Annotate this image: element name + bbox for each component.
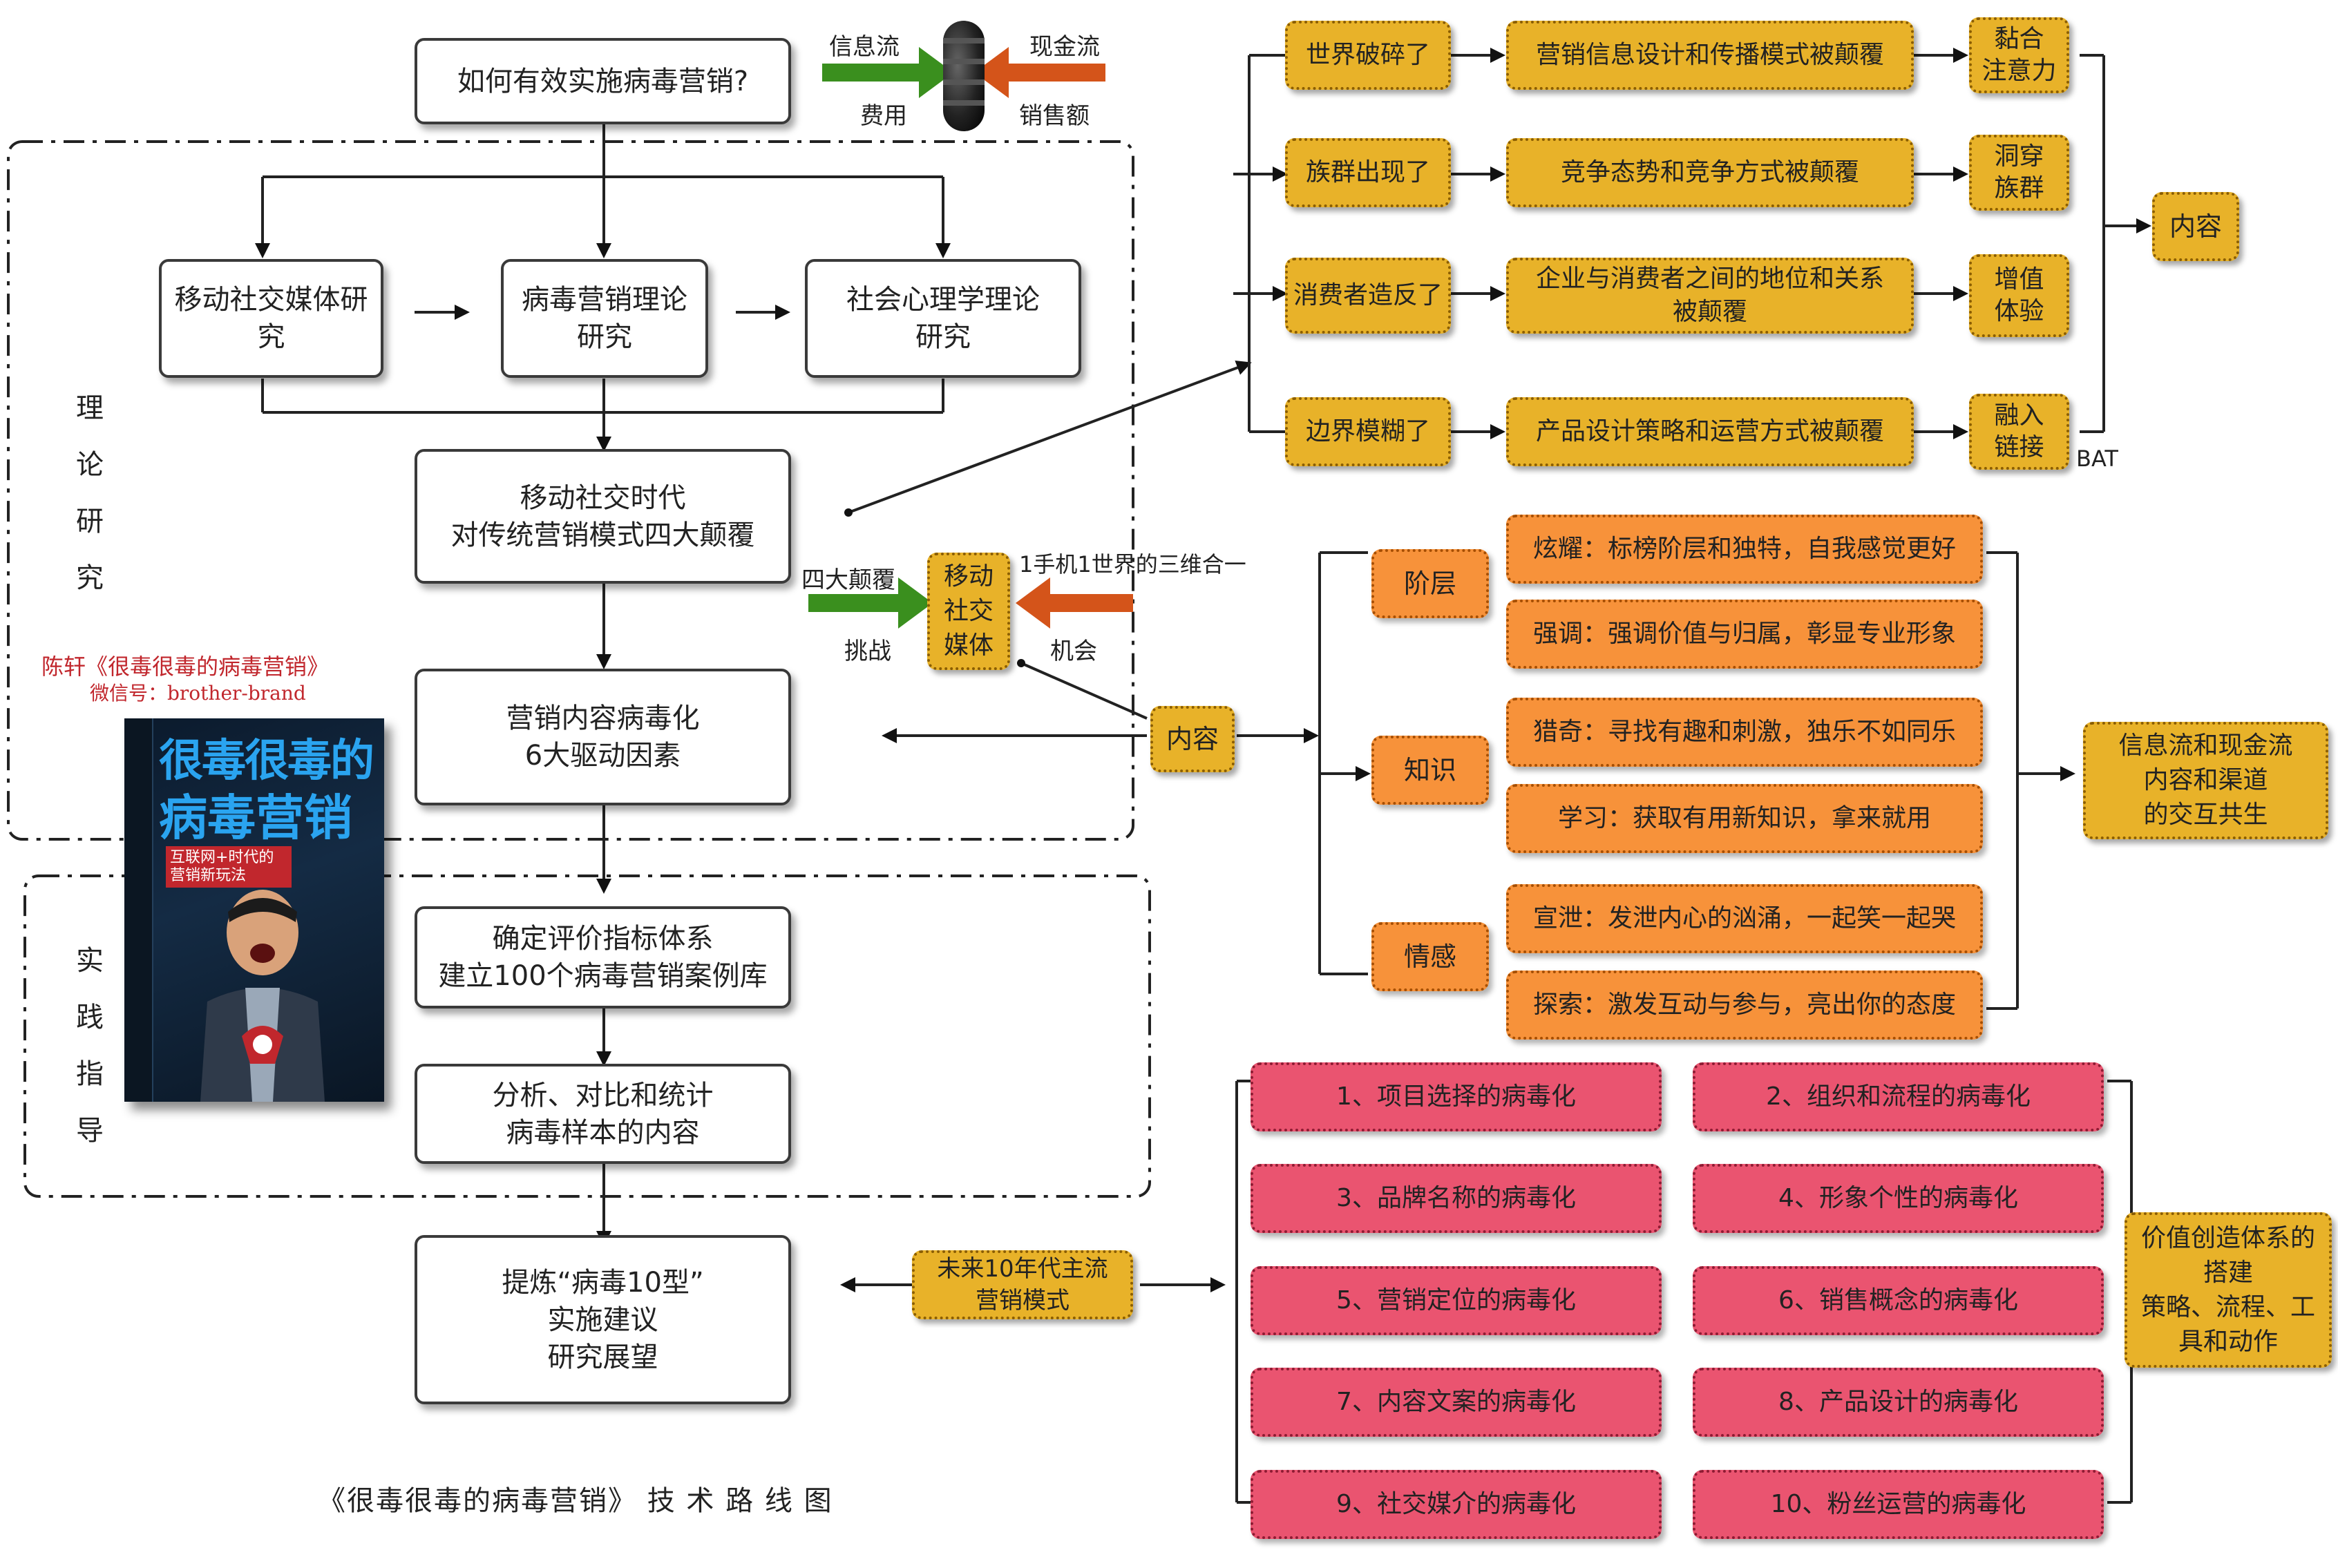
label-challenge: 挑战: [844, 638, 891, 665]
subversion-cause-3: 消费者造反了: [1285, 258, 1451, 334]
theory-label: 理 论 研 究: [76, 392, 104, 594]
book-figure-illustration: [200, 890, 325, 1102]
flow-label-cost: 费用: [860, 102, 907, 130]
book-subtitle: 互联网+时代的 营销新玩法: [166, 846, 292, 888]
subversion-result-2: 洞穿 族群: [1969, 135, 2069, 211]
viral-item-9: 9、社交媒介的病毒化: [1251, 1470, 1662, 1539]
orange-arrow-mid: [1016, 577, 1133, 629]
driver-item-2-1: 猎奇：寻找有趣和刺激，独乐不如同乐: [1506, 698, 1983, 767]
viral-item-10: 10、粉丝运营的病毒化: [1693, 1470, 2104, 1539]
subversion-cause-4: 边界模糊了: [1285, 397, 1451, 466]
subversion-effect-4: 产品设计策略和运营方式被颠覆: [1506, 397, 1914, 466]
subversion-cause-1: 世界破碎了: [1285, 21, 1451, 90]
drivers-summary-box: 信息流和现金流 内容和渠道 的交互共生: [2083, 722, 2328, 839]
driver-item-2-2: 学习：获取有用新知识，拿来就用: [1506, 784, 1983, 853]
viral-item-7: 7、内容文案的病毒化: [1251, 1368, 1662, 1437]
six-drivers-box: 营销内容病毒化 6大驱动因素: [415, 669, 791, 805]
viral-item-4: 4、形象个性的病毒化: [1693, 1164, 2104, 1233]
label-four-subversions: 四大颠覆: [801, 566, 895, 594]
book-cover-image: 很毒很毒的 病毒营销 互联网+时代的 营销新玩法: [124, 718, 384, 1102]
driver-item-3-2: 探索：激发互动与参与，亮出你的态度: [1506, 971, 1983, 1040]
driver-group-1: 阶层: [1371, 549, 1489, 618]
orange-arrow-top: [974, 47, 1105, 98]
diagram-title: 《很毒很毒的病毒营销》 技 术 路 线 图: [318, 1485, 833, 1517]
author-line-1: 陈轩《很毒很毒的病毒营销》: [41, 653, 330, 680]
future-mode-box: 未来10年代主流 营销模式: [912, 1250, 1133, 1319]
practice-label: 实 践 指 导: [76, 945, 104, 1147]
book-title-2: 病毒营销: [159, 789, 352, 846]
green-arrow-mid: [808, 577, 933, 629]
social-psych-box: 社会心理学理论 研究: [805, 259, 1081, 378]
book-title-1: 很毒很毒的: [159, 735, 374, 787]
subversion-effect-3: 企业与消费者之间的地位和关系 被颠覆: [1506, 258, 1914, 334]
bat-label: BAT: [2076, 446, 2118, 472]
driver-item-1-2: 强调：强调价值与归属，彰显专业形象: [1506, 600, 1983, 669]
analysis-box: 分析、对比和统计 病毒样本的内容: [415, 1064, 791, 1164]
content-box-middle: 内容: [1150, 706, 1235, 772]
four-subversions-box: 移动社交时代 对传统营销模式四大颠覆: [415, 449, 791, 584]
mobile-social-research-box: 移动社交媒体研 究: [159, 259, 383, 378]
author-line-2: 微信号：brother-brand: [90, 682, 306, 705]
driver-group-2: 知识: [1371, 736, 1489, 805]
driver-group-3: 情感: [1371, 922, 1489, 991]
question-box: 如何有效实施病毒营销?: [415, 38, 791, 124]
subversion-summary-box: 内容: [2152, 192, 2239, 261]
subversion-cause-2: 族群出现了: [1285, 138, 1451, 207]
viral10-summary-box: 价值创造体系的 搭建 策略、流程、工 具和动作: [2125, 1212, 2332, 1368]
green-arrow-top: [822, 47, 953, 98]
practice-frame: [23, 874, 1151, 1198]
subversion-effect-1: 营销信息设计和传播模式被颠覆: [1506, 21, 1914, 90]
flow-label-info: 信息流: [829, 33, 900, 61]
viral-theory-box: 病毒营销理论 研究: [501, 259, 708, 378]
viral-item-1: 1、项目选择的病毒化: [1251, 1062, 1662, 1131]
driver-item-1-1: 炫耀：标榜阶层和独特，自我感觉更好: [1506, 515, 1983, 584]
viral-item-6: 6、销售概念的病毒化: [1693, 1266, 2104, 1335]
label-three-in-one: 1手机1世界的三维合一: [1019, 551, 1246, 577]
evaluation-index-box: 确定评价指标体系 建立100个病毒营销案例库: [415, 906, 791, 1008]
viral-item-3: 3、品牌名称的病毒化: [1251, 1164, 1662, 1233]
flow-label-cash: 现金流: [1029, 33, 1100, 61]
wheel-icon: [943, 21, 985, 131]
viral-item-8: 8、产品设计的病毒化: [1693, 1368, 2104, 1437]
subversion-effect-2: 竞争态势和竞争方式被颠覆: [1506, 138, 1914, 207]
label-opportunity: 机会: [1050, 638, 1097, 665]
mobile-social-media-box: 移动 社交 媒体: [927, 553, 1010, 670]
subversion-result-1: 黏合 注意力: [1969, 17, 2069, 93]
viral-item-5: 5、营销定位的病毒化: [1251, 1266, 1662, 1335]
flow-label-sales: 销售额: [1019, 102, 1090, 130]
subversion-result-4: 融入 链接: [1969, 394, 2069, 470]
driver-item-3-1: 宣泄：发泄内心的汹涌，一起笑一起哭: [1506, 884, 1983, 953]
viral-item-2: 2、组织和流程的病毒化: [1693, 1062, 2104, 1131]
refine-box: 提炼“病毒10型” 实施建议 研究展望: [415, 1235, 791, 1404]
subversion-result-3: 增值 体验: [1969, 254, 2069, 337]
